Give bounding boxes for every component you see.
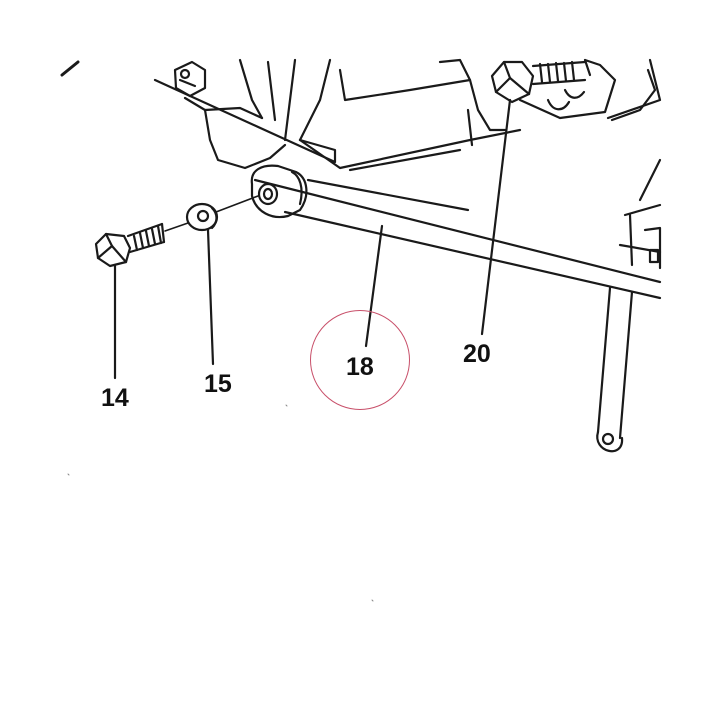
- part-label-rod: 18: [346, 353, 374, 381]
- chassis-outline: [153, 58, 662, 270]
- stud-fitting: [173, 60, 207, 98]
- bolt-icon: [94, 222, 166, 268]
- leader-20: [480, 98, 512, 336]
- part-label-washer: 15: [204, 370, 232, 398]
- leader-15: [206, 228, 215, 366]
- washer-icon: [185, 202, 219, 232]
- vertical-link: [596, 286, 634, 453]
- upper-bolt-icon: [490, 60, 587, 104]
- highlight-circle: [310, 310, 410, 410]
- specks: [67, 404, 374, 602]
- part-label-upper-bolt: 20: [463, 340, 491, 368]
- rod-bar: [253, 178, 662, 300]
- leader-lines: [113, 98, 512, 380]
- part-label-bolt: 14: [101, 384, 129, 412]
- corner-mark: [60, 60, 80, 77]
- rod-bushing: [250, 164, 308, 219]
- assembly-axis: [164, 195, 259, 232]
